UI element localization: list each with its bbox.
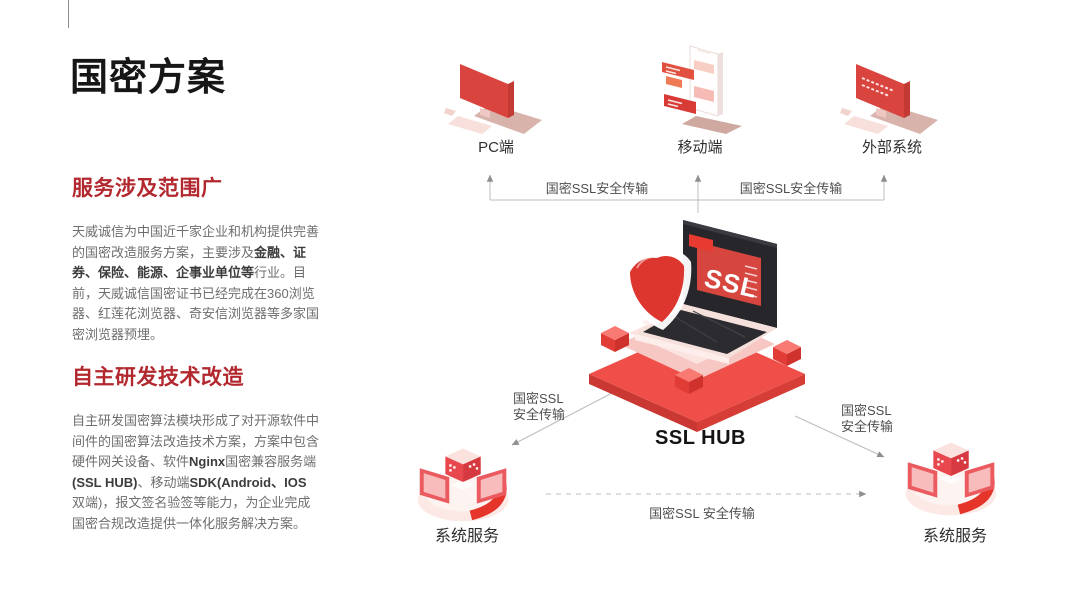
- external-screen: [856, 64, 904, 118]
- phone-ui-cards: [662, 60, 714, 114]
- section-service-scope: 服务涉及范围广 天威诚信为中国近千家企业和机构提供完善的国密改造服务方案，主要涉…: [72, 172, 324, 345]
- server-cube: [933, 442, 969, 484]
- ssl-panel: [697, 242, 761, 306]
- section-tech-transform: 自主研发技术改造 自主研发国密算法模块形成了对开源软件中间件的国密算法改造技术方…: [72, 361, 324, 534]
- link-label-bottom: 国密SSL 安全传输: [649, 506, 755, 521]
- external-shadow: [870, 104, 938, 134]
- mobile-icon: [662, 45, 742, 134]
- external-system-icon: [840, 64, 938, 134]
- external-node-label: 外部系统: [861, 139, 922, 156]
- pc-mouse: [444, 108, 456, 116]
- link-label-top-left: 国密SSL安全传输: [545, 181, 649, 196]
- server-panels: [419, 468, 507, 504]
- external-code-lines: [861, 77, 895, 97]
- pc-node-label: PC端: [478, 139, 514, 156]
- link-label-top-right: 国密SSL安全传输: [739, 181, 843, 196]
- link-label-hub-to-left: 国密SSL 安全传输: [513, 391, 566, 422]
- hub-laptop: SSL: [635, 220, 777, 364]
- laptop-keys: [643, 310, 767, 354]
- external-keyboard: [844, 116, 888, 134]
- platform-corner-cubes: [601, 326, 801, 394]
- phone-shadow: [682, 116, 742, 134]
- corner-tick-line: [68, 0, 69, 28]
- mobile-node-label: 移动端: [677, 139, 723, 156]
- server-panels: [907, 462, 995, 498]
- service-scope-heading: 服务涉及范围广: [72, 177, 223, 200]
- service-left-label: 系统服务: [434, 528, 499, 545]
- arrow-hub-to-right-service: [794, 415, 885, 458]
- tech-transform-heading: 自主研发技术改造: [72, 366, 244, 389]
- arrow-hub-to-left-service: [511, 390, 617, 446]
- service-left-icon: [417, 448, 509, 522]
- security-shield-icon: [623, 249, 692, 330]
- server-cube: [445, 448, 481, 490]
- pc-keyboard: [448, 116, 492, 134]
- page-title: 国密方案: [70, 57, 227, 99]
- service-scope-body: 天威诚信为中国近千家企业和机构提供完善的国密改造服务方案，主要涉及金融、证券、保…: [72, 224, 320, 342]
- link-label-hub-to-right: 国密SSL 安全传输: [841, 403, 894, 434]
- service-right-label: 系统服务: [922, 528, 987, 545]
- tech-transform-body: 自主研发国密算法模块形成了对开源软件中间件的国密算法改造技术方案，方案中包含硬件…: [72, 413, 320, 531]
- pc-icon: [444, 64, 542, 134]
- pc-shadow: [474, 104, 542, 134]
- service-right-icon: [905, 442, 997, 516]
- ssl-hub-label: SSL HUB: [655, 427, 746, 449]
- pc-screen: [460, 64, 508, 118]
- ssl-hub-illustration: SSL: [589, 220, 805, 432]
- external-mouse: [840, 108, 852, 116]
